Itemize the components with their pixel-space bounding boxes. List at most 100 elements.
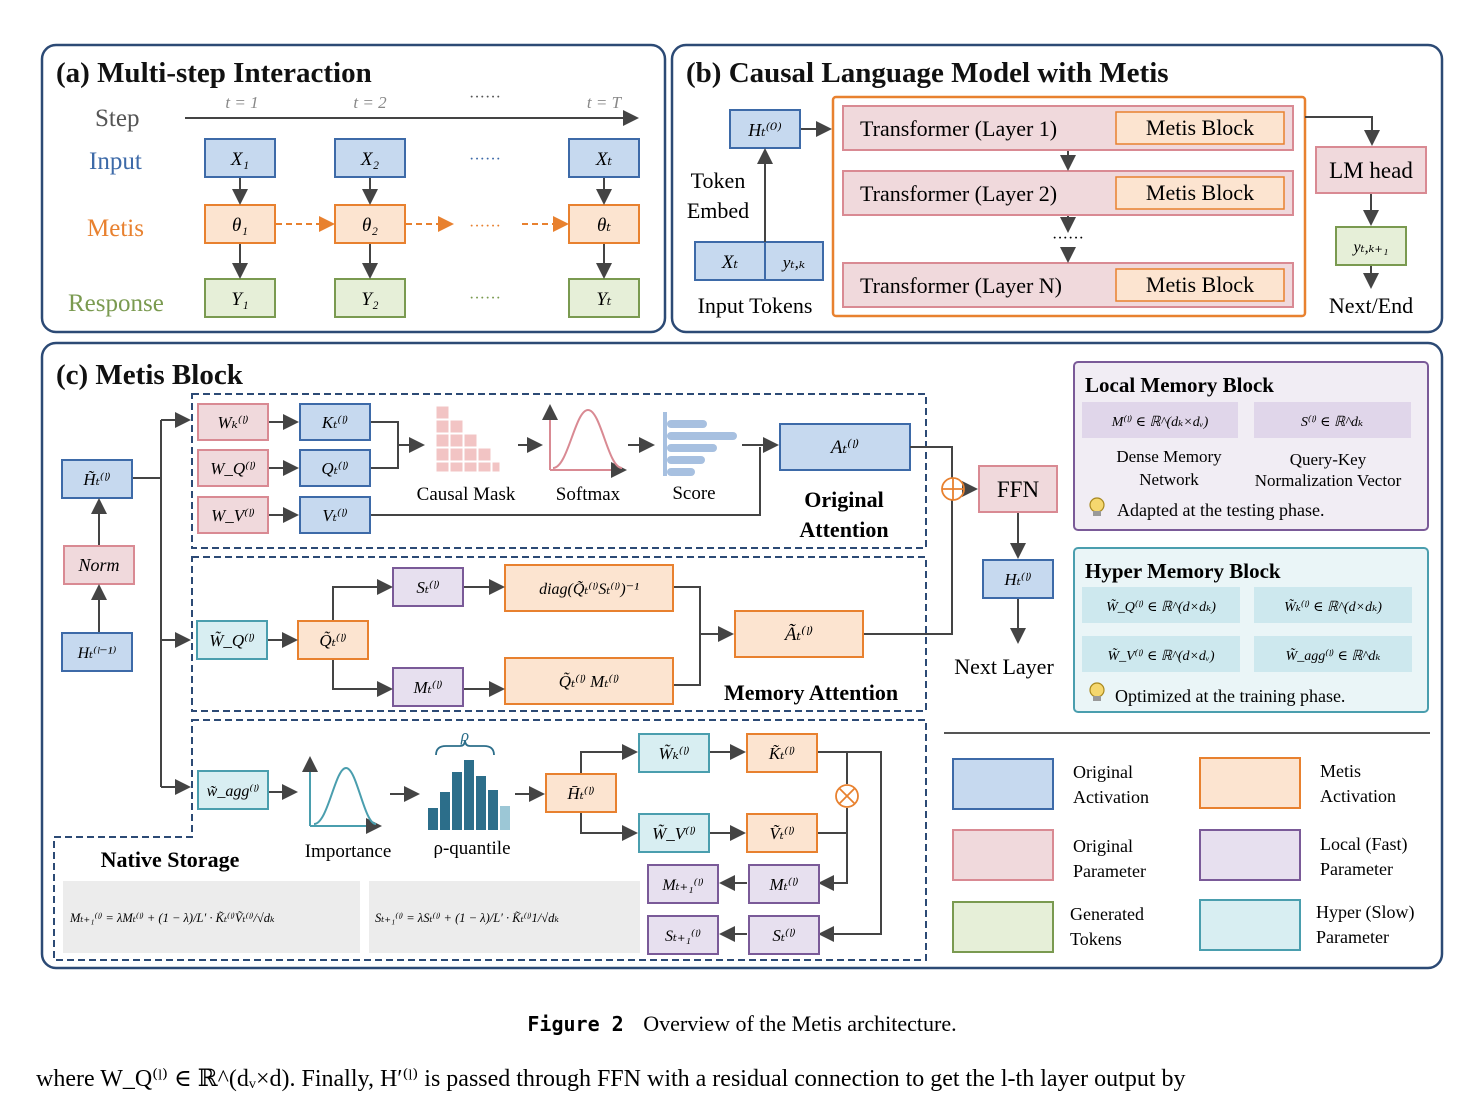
body-text-line: where W_Q⁽ˡ⁾ ∈ ℝ^(dᵥ×d). Finally, H′⁽ˡ⁾ …	[36, 1066, 1186, 1092]
qt-tilde-box: Q̃ₜ⁽ˡ⁾	[297, 620, 369, 660]
svg-text:Aₜ⁽ˡ⁾: Aₜ⁽ˡ⁾	[829, 437, 860, 458]
memory-attention-arrows	[268, 579, 732, 697]
svg-text:Ṽₜ⁽ˡ⁾: Ṽₜ⁽ˡ⁾	[769, 824, 794, 843]
hyper-wq-formula: W̃_Q⁽ˡ⁾ ∈ ℝ^(d×dₖ)	[1106, 599, 1216, 615]
generated-token-box: yₜ,ₖ₊₁	[1335, 226, 1407, 266]
local-m-cell	[1082, 402, 1238, 438]
score-label: Score	[672, 483, 715, 504]
row-label-step: Step	[95, 105, 139, 132]
equation-m: Mₜ₊₁⁽ˡ⁾ = λMₜ⁽ˡ⁾ + (1 − λ)/L′ · K̃ₜ⁽ˡ⁾Ṽ…	[69, 911, 275, 925]
panel-a-title: (a) Multi-step Interaction	[56, 57, 372, 89]
row-label-response: Response	[68, 290, 164, 317]
local-m-label-1: Dense Memory	[1116, 447, 1222, 466]
equation-m-panel	[63, 881, 360, 953]
svg-text:Sₜ₊₁⁽ˡ⁾: Sₜ₊₁⁽ˡ⁾	[665, 928, 701, 945]
local-s-formula: S⁽ˡ⁾ ∈ ℝ^dₖ	[1301, 415, 1363, 430]
svg-text:W_Q⁽ˡ⁾: W_Q⁽ˡ⁾	[210, 459, 256, 478]
equation-s: Sₜ₊₁⁽ˡ⁾ = λSₜ⁽ˡ⁾ + (1 − λ)/L′ · K̃ₜ⁽ˡ⁾1/…	[375, 911, 559, 925]
kt-tilde-box: K̃ₜ⁽ˡ⁾	[746, 733, 818, 773]
h0-box: Hₜ⁽⁰⁾	[729, 109, 801, 149]
svg-text:Yₜ: Yₜ	[596, 289, 612, 310]
svg-text:Metis Block: Metis Block	[1146, 272, 1254, 297]
m-next-box: Mₜ₊₁⁽ˡ⁾	[647, 864, 719, 904]
at-tilde-box: Ãₜ⁽ˡ⁾	[734, 610, 864, 658]
response-box-T: Yₜ	[568, 278, 640, 318]
legend-generated-tokens: Generated Tokens	[952, 901, 1144, 953]
original-attention-label-2: Attention	[799, 517, 888, 542]
hyper-wv-cell	[1082, 636, 1240, 672]
next-layer-label: Next Layer	[954, 654, 1054, 679]
response-box-1: Y₁	[204, 278, 276, 318]
wv-tilde-box: W̃_V⁽ˡ⁾	[638, 813, 710, 853]
svg-text:Qₜ⁽ˡ⁾: Qₜ⁽ˡ⁾	[321, 459, 348, 478]
svg-text:Q̃ₜ⁽ˡ⁾ Mₜ⁽ˡ⁾: Q̃ₜ⁽ˡ⁾ Mₜ⁽ˡ⁾	[559, 672, 619, 691]
row-label-input: Input	[89, 148, 142, 175]
svg-text:FFN: FFN	[997, 477, 1040, 502]
svg-text:X₁: X₁	[230, 149, 249, 170]
token-embed-label-1: Token	[691, 168, 746, 193]
input-box-T: Xₜ	[568, 138, 640, 178]
wk-tilde-box: W̃ₖ⁽ˡ⁾	[638, 733, 710, 773]
s-next-box: Sₜ₊₁⁽ˡ⁾	[647, 915, 719, 955]
svg-text:Xₜ: Xₜ	[721, 252, 739, 273]
panel-b-title: (b) Causal Language Model with Metis	[686, 57, 1169, 89]
svg-text:Activation: Activation	[1073, 787, 1149, 807]
multiply-icon	[835, 784, 859, 808]
svg-text:Tokens: Tokens	[1070, 929, 1122, 949]
svg-text:H̃ₜ⁽ˡ⁾: H̃ₜ⁽ˡ⁾	[82, 470, 110, 489]
svg-text:Hₜ⁽ˡ⁻¹⁾: Hₜ⁽ˡ⁻¹⁾	[77, 645, 117, 662]
hyper-wv-formula: W̃_V⁽ˡ⁾ ∈ ℝ^(d×dᵥ)	[1107, 648, 1214, 664]
input-box-1: X₁	[204, 138, 276, 178]
svg-text:Transformer (Layer N): Transformer (Layer N)	[860, 273, 1062, 298]
native-storage-label: Native Storage	[101, 847, 240, 872]
svg-text:W̃ₖ⁽ˡ⁾: W̃ₖ⁽ˡ⁾	[658, 744, 689, 763]
svg-text:LM head: LM head	[1329, 158, 1413, 183]
step-label-2: t = 2	[353, 93, 387, 112]
svg-text:Metis Block: Metis Block	[1146, 115, 1254, 140]
storage-arrows	[580, 744, 882, 942]
hyper-wk-formula: W̃ₖ⁽ˡ⁾ ∈ ℝ^(d×dₖ)	[1284, 599, 1382, 615]
vt-tilde-box: Ṽₜ⁽ˡ⁾	[746, 813, 818, 853]
step-dots: ······	[469, 89, 501, 106]
input-tokens-label: Input Tokens	[698, 293, 813, 318]
svg-text:Y₁: Y₁	[231, 289, 248, 310]
kt-box: Kₜ⁽ˡ⁾	[299, 403, 371, 441]
importance-icon	[302, 756, 382, 834]
svg-text:Q̃ₜ⁽ˡ⁾: Q̃ₜ⁽ˡ⁾	[319, 631, 346, 650]
svg-text:Ãₜ⁽ˡ⁾: Ãₜ⁽ˡ⁾	[783, 624, 814, 645]
native-storage-region	[53, 719, 927, 961]
svg-text:Original: Original	[1073, 762, 1133, 782]
local-s-cell	[1254, 402, 1411, 438]
hyper-memory-note: Optimized at the training phase.	[1115, 686, 1345, 706]
input-token-y: yₜ,ₖ	[764, 241, 824, 281]
softmax-label: Softmax	[556, 484, 621, 505]
qt-box: Qₜ⁽ˡ⁾	[299, 449, 371, 487]
h-bar-box: H̄ₜ⁽ˡ⁾	[545, 773, 617, 813]
next-end-label: Next/End	[1329, 293, 1413, 318]
svg-text:Transformer (Layer 2): Transformer (Layer 2)	[860, 181, 1057, 206]
svg-text:Generated: Generated	[1070, 904, 1144, 924]
equation-s-panel	[369, 881, 640, 953]
svg-text:Parameter: Parameter	[1320, 859, 1393, 879]
svg-text:Parameter: Parameter	[1073, 861, 1146, 881]
panel-b-frame	[670, 43, 1444, 334]
svg-text:Y₂: Y₂	[361, 289, 379, 310]
input-box-2: X₂	[334, 138, 406, 178]
mt-box: Mₜ⁽ˡ⁾	[392, 667, 464, 707]
svg-text:Norm: Norm	[77, 555, 119, 575]
rho-quantile-label: ρ-quantile	[433, 838, 510, 859]
svg-text:Transformer (Layer 1): Transformer (Layer 1)	[860, 116, 1057, 141]
diag-box: diag(Q̃ₜ⁽ˡ⁾Sₜ⁽ˡ⁾)⁻¹	[504, 564, 674, 612]
norm-box: Norm	[63, 545, 135, 585]
local-s-label-2: Normalization Vector	[1255, 471, 1402, 490]
svg-text:Xₜ: Xₜ	[595, 149, 613, 170]
wq-tilde-box: W̃_Q⁽ˡ⁾	[196, 620, 268, 660]
svg-text:Parameter: Parameter	[1316, 927, 1389, 947]
theta-dots: ······	[469, 218, 501, 235]
svg-text:Hyper (Slow): Hyper (Slow)	[1316, 902, 1414, 923]
at-box: Aₜ⁽ˡ⁾	[779, 423, 911, 471]
svg-text:W̃_V⁽ˡ⁾: W̃_V⁽ˡ⁾	[652, 824, 696, 843]
add-icon	[941, 477, 965, 501]
legend-hyper-parameter: Hyper (Slow) Parameter	[1199, 899, 1414, 951]
svg-text:θₜ: θₜ	[597, 215, 611, 236]
